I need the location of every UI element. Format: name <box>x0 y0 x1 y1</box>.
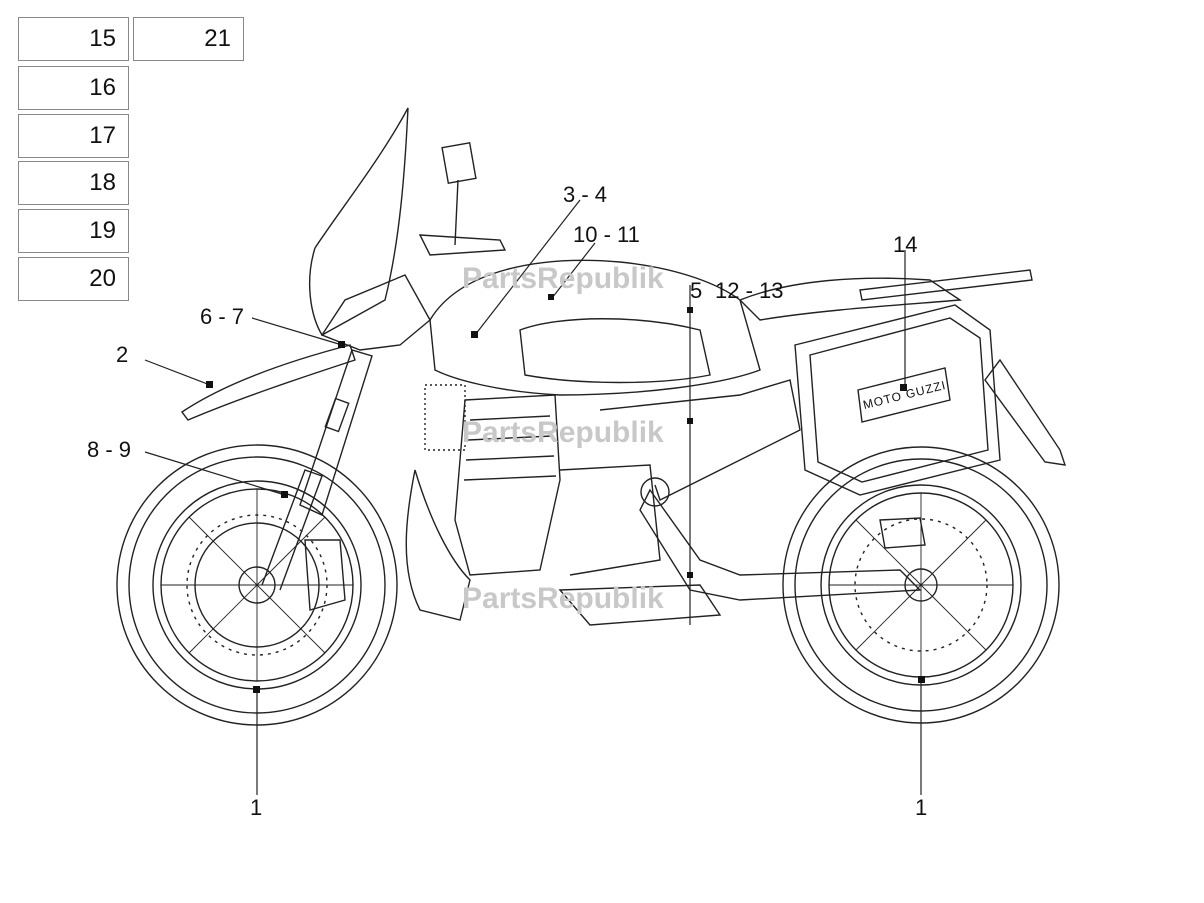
rear-fender <box>984 358 1067 466</box>
callout-14: 14 <box>893 232 918 257</box>
side-case <box>794 304 1001 496</box>
watermark-2: PartsRepublik <box>462 416 664 449</box>
callout-6-7: 6 - 7 <box>200 304 245 329</box>
callout-3-4: 3 - 4 <box>563 182 608 207</box>
fuel-tank <box>429 259 761 396</box>
rear-rack <box>859 269 1033 301</box>
front-brake <box>194 522 346 648</box>
callout-2: 2 <box>116 342 129 367</box>
callout-5: 5 <box>690 278 703 303</box>
callout-8-9: 8 - 9 <box>87 437 132 462</box>
front-fork <box>261 349 373 591</box>
legend-box-18: 18 <box>18 161 129 205</box>
watermark-3: PartsRepublik <box>462 582 664 615</box>
legend-box-16: 16 <box>18 66 129 110</box>
legend-box-21: 21 <box>133 17 244 61</box>
callout-10-11: 10 - 11 <box>573 222 640 247</box>
legend-box-15: 15 <box>18 17 129 61</box>
callout-1-rear: 1 <box>915 795 928 820</box>
windscreen <box>308 107 409 336</box>
callout-markers <box>206 294 925 693</box>
legend-box-20: 20 <box>18 257 129 301</box>
legend-box-17: 17 <box>18 114 129 158</box>
seat <box>738 277 963 321</box>
rear-brake <box>879 517 926 549</box>
front-fender <box>180 344 356 421</box>
spokes <box>161 489 1013 681</box>
radiator-grille <box>424 384 466 451</box>
callout-1-front: 1 <box>250 795 263 820</box>
watermark-1: PartsRepublik <box>462 262 664 295</box>
mirror <box>441 142 477 246</box>
legend-box-19: 19 <box>18 209 129 253</box>
engine <box>405 394 722 626</box>
callout-12-13: 12 - 13 <box>715 278 784 303</box>
front-cowl <box>320 274 431 351</box>
leader-lines <box>144 199 922 795</box>
handlebar <box>418 234 507 256</box>
frame <box>599 379 922 601</box>
